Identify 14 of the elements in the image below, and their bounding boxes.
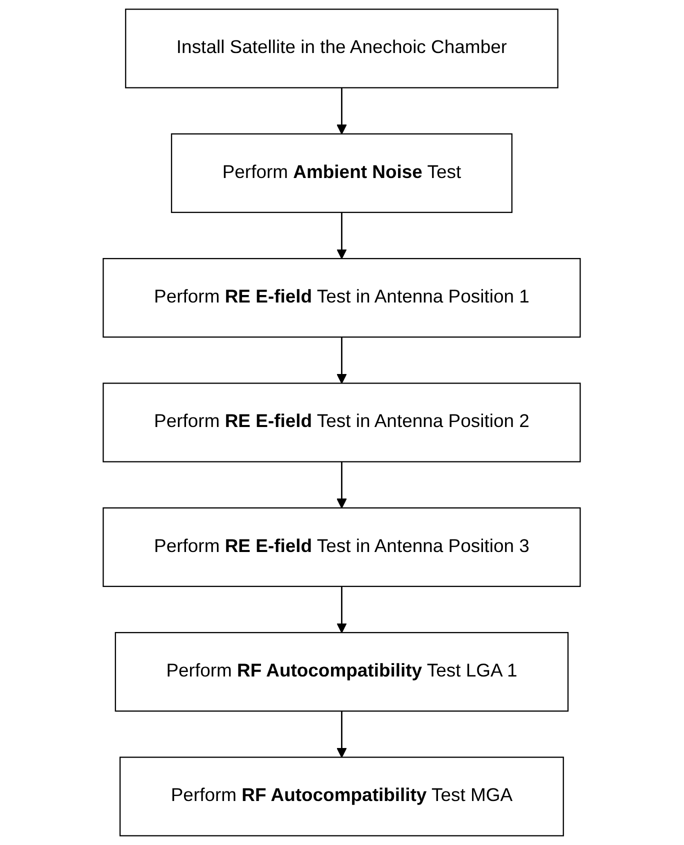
node-box	[102, 258, 582, 338]
flowchart: Install Satellite in the Anechoic Chamber Perform Ambient Noise Test Perform RE E-field Test in Antenna Position 1 Perform RE E-field Test in Antenna Position 2 Perform RE E-field Test in Antenna Position 3 Perform RF Autocompatibility Test LGA 1 Perform RF Autocompatibility Test MGA	[94, 0, 590, 845]
arrow	[336, 88, 348, 134]
node-box	[102, 507, 582, 587]
node-box	[102, 382, 582, 462]
arrow	[336, 212, 348, 260]
arrow	[336, 337, 348, 384]
arrow	[336, 711, 348, 758]
arrow	[336, 586, 348, 634]
node-box	[171, 133, 513, 213]
node-box	[115, 632, 569, 712]
node-box	[120, 756, 564, 836]
node-box	[125, 8, 559, 88]
arrow	[336, 462, 348, 508]
